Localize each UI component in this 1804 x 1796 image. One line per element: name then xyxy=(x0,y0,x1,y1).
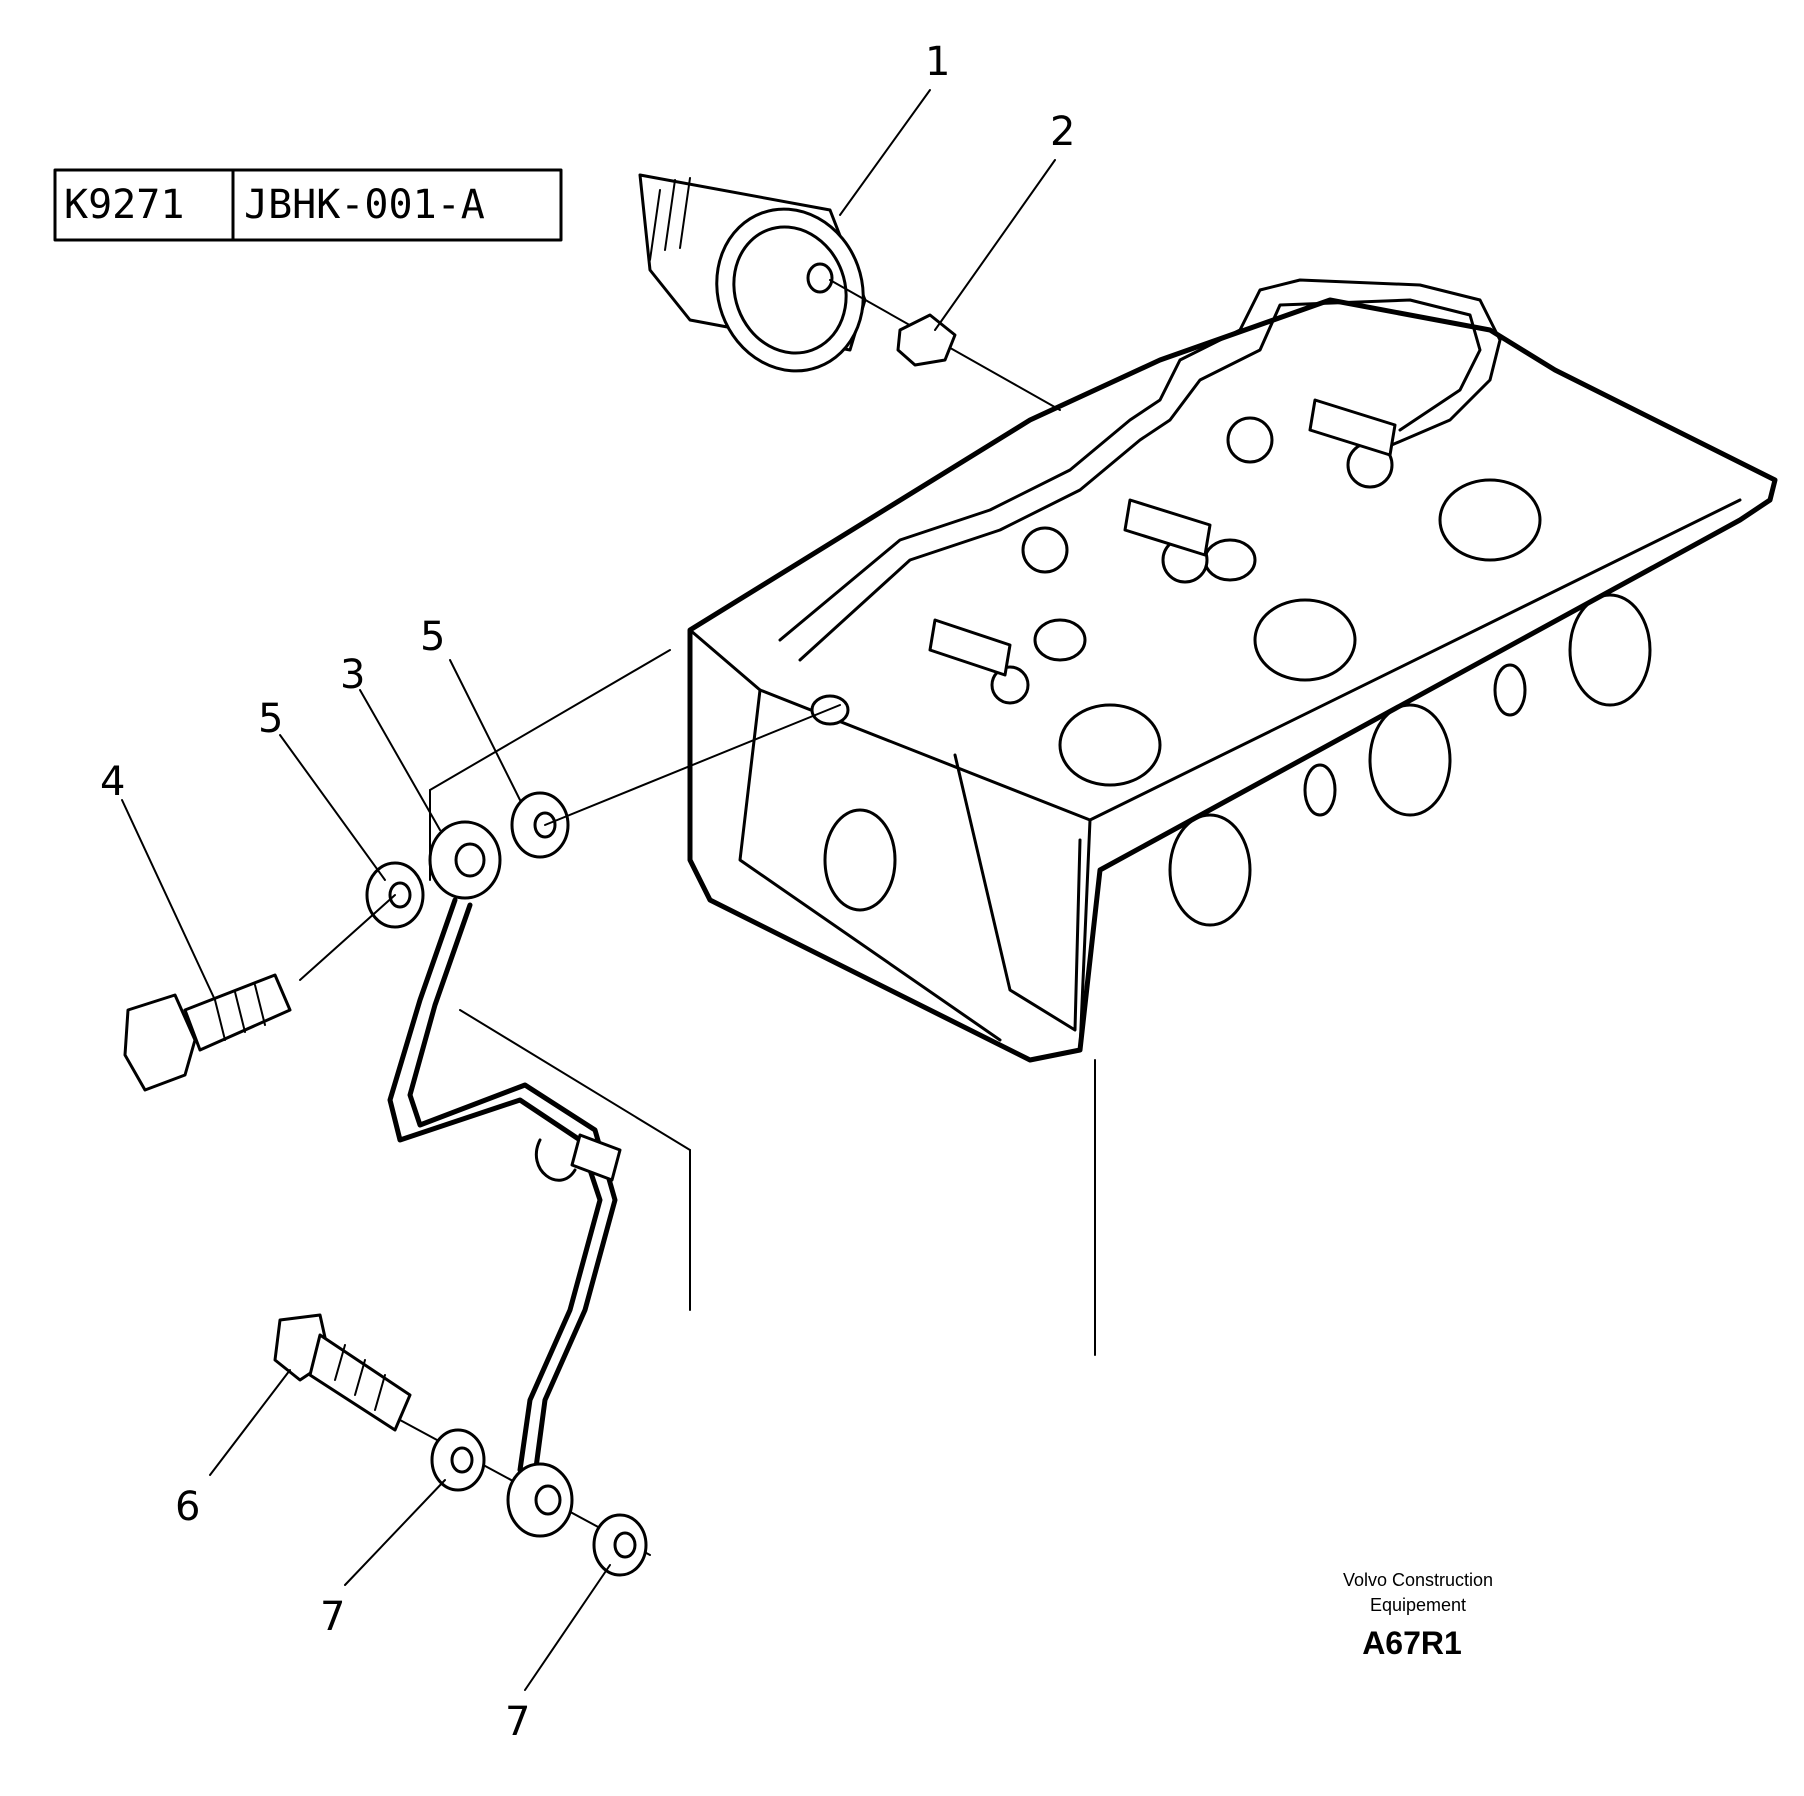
reference-box: K9271 JBHK-001-A xyxy=(53,168,563,242)
filter-nipple xyxy=(829,279,1061,411)
callout-7-right: 7 xyxy=(505,1699,530,1745)
callout-5-left: 5 xyxy=(258,696,283,742)
callout-leaders xyxy=(121,89,1056,1691)
footer-line1: Volvo Construction xyxy=(1343,1570,1493,1590)
banjo-fitting-lower xyxy=(506,1462,574,1538)
callout-7-left: 7 xyxy=(320,1594,345,1640)
washer-lower-left xyxy=(430,1428,486,1492)
reference-code-right: JBHK-001-A xyxy=(244,182,485,228)
oil-filter xyxy=(638,173,867,373)
banjo-bolt-lower xyxy=(273,1313,412,1432)
footer-code: A67R1 xyxy=(1362,1625,1462,1661)
bolt-axis-line xyxy=(299,894,396,981)
callout-4: 4 xyxy=(100,759,125,805)
callout-6: 6 xyxy=(175,1484,200,1530)
upper-axis-line xyxy=(544,704,841,826)
washer-lower-right xyxy=(592,1513,648,1577)
cylinder-head xyxy=(687,278,1778,1063)
callout-1: 1 xyxy=(925,39,950,85)
banjo-bolt-upper xyxy=(123,973,292,1092)
callout-2: 2 xyxy=(1050,109,1075,155)
callout-3: 3 xyxy=(340,652,365,698)
callout-5-right: 5 xyxy=(420,614,445,660)
reference-code-left: K9271 xyxy=(64,182,184,228)
assembly-guides xyxy=(429,649,1096,1356)
banjo-fitting-upper xyxy=(428,820,502,900)
washer-right xyxy=(510,791,570,859)
footer-line2: Equipement xyxy=(1370,1595,1466,1615)
oil-pipe xyxy=(387,897,622,1478)
